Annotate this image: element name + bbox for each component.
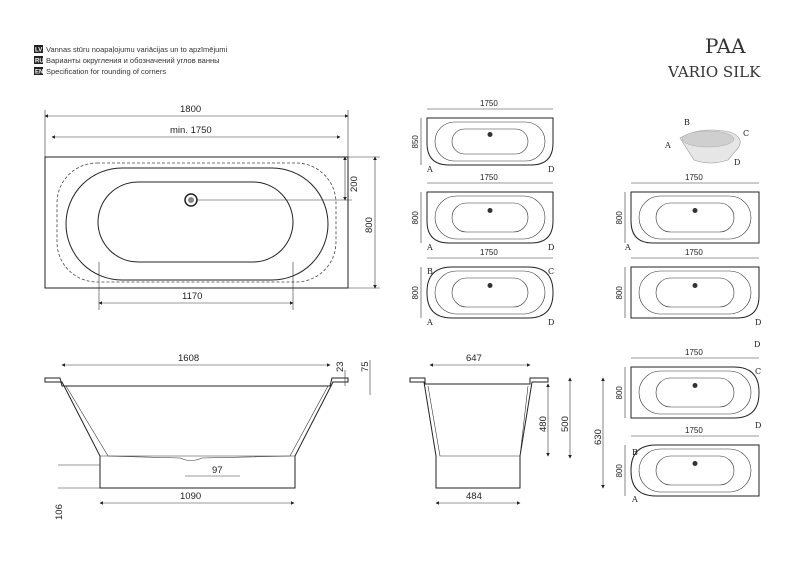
drain-icon (692, 208, 698, 213)
iso-bath-illustration: B C A D (664, 118, 749, 167)
dim-bottom-length: 1090 (180, 491, 201, 502)
variant-outline (630, 191, 760, 244)
corner-label-d: D (548, 165, 554, 174)
corner-label-d: D (755, 421, 761, 430)
dim-length: 1800 (180, 104, 201, 115)
variant-length: 1750 (480, 99, 498, 108)
corner-label-a: A (426, 243, 433, 252)
dim-depth: 500 (560, 416, 571, 432)
iso-corner-c: C (743, 129, 749, 138)
dim-bottom-width: 484 (466, 491, 482, 502)
logo-text: PAA (705, 34, 746, 58)
iso-corner-b: B (684, 118, 690, 127)
drain-icon (487, 208, 493, 213)
drain-icon (692, 283, 698, 288)
dim-depth-inner: 480 (538, 416, 549, 432)
dim-top-length: 1608 (178, 353, 199, 364)
corner-label-b: B (632, 448, 638, 457)
variant-length: 1750 (685, 348, 703, 357)
drain-icon (692, 383, 698, 388)
corner-label-d: D (548, 243, 554, 252)
dim-inner-length: 1170 (182, 291, 202, 302)
variant-plan: 1750 800 B A (615, 426, 760, 504)
plan-view: 1800 min. 1750 200 800 1170 (44, 104, 380, 310)
drain-icon (487, 283, 493, 288)
dim-rim-total: 75 (360, 361, 371, 372)
corner-label-a: A (624, 243, 631, 252)
variant-length: 1750 (685, 173, 703, 182)
brand-logo: PAA VARIO SILK (667, 34, 761, 81)
lang-tag-en (34, 67, 43, 75)
variant-plan: 1750 800 C D (615, 348, 761, 430)
legend-en: Specification for rounding of corners (46, 67, 166, 76)
legend: LV Vannas stūru noapaļojumu variācijas u… (34, 45, 228, 76)
dim-base: 106 (54, 504, 65, 520)
variant-width: 800 (615, 464, 624, 478)
legend-ru: Варианты округления и обозначений углов … (46, 56, 220, 65)
variant-width: 800 (615, 386, 624, 400)
dim-rim: 23 (335, 361, 346, 372)
dim-width: 800 (364, 217, 375, 233)
variant-outline (630, 444, 760, 497)
variant-outline (426, 117, 554, 166)
dim-height: 630 (593, 429, 604, 445)
lang-tag-lv-text: LV (35, 48, 42, 54)
corner-label-d: D (755, 318, 761, 327)
lang-tag-ru-text: RU (35, 59, 44, 65)
variant-outline (426, 191, 554, 244)
dim-drain: 97 (212, 465, 223, 476)
corner-label-a: A (631, 495, 638, 504)
lang-tag-en-text: EN (35, 70, 43, 76)
lang-tag-ru (34, 56, 43, 64)
legend-lv: Vannas stūru noapaļojumu variācijas un t… (46, 45, 228, 54)
variant-width: 800 (411, 211, 420, 225)
product-name: VARIO SILK (667, 63, 761, 81)
corner-label-c: C (755, 367, 761, 376)
variant-length: 1750 (685, 248, 703, 257)
corner-label-b: B (427, 267, 433, 276)
dim-min-length: min. 1750 (170, 125, 212, 136)
iso-corner-a: A (664, 141, 671, 150)
corner-label-a: A (426, 318, 433, 327)
drain-icon (487, 132, 493, 137)
variant-width: 800 (411, 286, 420, 300)
variant-length: 1750 (685, 426, 703, 435)
dim-top-width: 647 (466, 353, 482, 364)
corner-label-d: D (548, 318, 554, 327)
variant-width: 800 (615, 286, 624, 300)
drain-icon (692, 461, 698, 466)
variant-length: 1750 (480, 173, 498, 182)
variant-length: 1750 (480, 248, 498, 257)
corner-label-c: C (548, 267, 554, 276)
corner-label-d: D (754, 340, 760, 349)
variant-outline (630, 366, 760, 419)
variant-width: 850 (411, 135, 420, 149)
variant-plan: 1750 800 B C A D (411, 248, 554, 327)
lang-tag-lv (34, 45, 43, 53)
variant-outline (630, 266, 760, 319)
side-view: 1608 23 75 97 1090 106 (44, 353, 371, 520)
iso-corner-d: D (734, 158, 740, 167)
corner-label-a: A (426, 165, 433, 174)
section-view: 647 480 500 630 484 (409, 353, 605, 505)
variant-outline (426, 266, 554, 319)
variant-width: 800 (615, 211, 624, 225)
dim-drain-offset: 200 (349, 176, 360, 192)
